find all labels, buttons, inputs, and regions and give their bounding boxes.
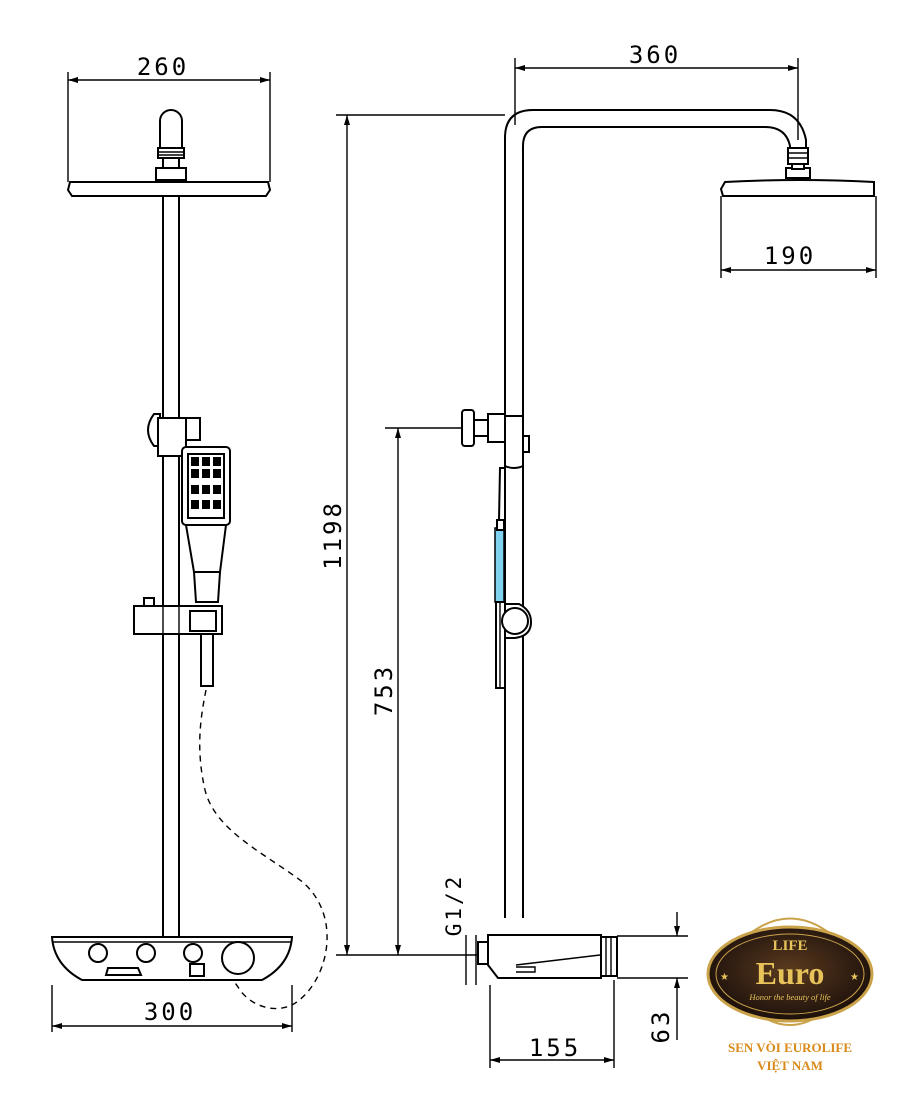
dim-label-1198: 1198: [319, 500, 347, 570]
dim-mixer-width-front: 300: [51, 985, 293, 1032]
riser-pipe-front: [162, 195, 180, 939]
dim-label-260: 260: [137, 53, 189, 81]
arm-nut-side: [787, 147, 809, 165]
hose-connector-front: [200, 633, 214, 687]
logo-main-word: Euro: [756, 955, 825, 991]
dim-arm-length: 360: [514, 41, 799, 140]
mixer-side: [487, 934, 618, 979]
logo-tagline: Honor the beauty of life: [748, 992, 830, 1002]
star-left-icon: ★: [720, 972, 729, 983]
logo-emblem: [706, 925, 874, 1023]
side-view: 360 190 1198 753: [319, 41, 877, 1068]
dim-head-width-front: 260: [67, 53, 271, 182]
hose-dashed-front: [199, 689, 328, 1010]
dim-label-63: 63: [647, 1009, 675, 1044]
dim-total-height: 1198: [319, 114, 505, 956]
dim-label-360: 360: [629, 41, 681, 69]
dim-holder-height: 753: [370, 427, 466, 955]
riser-pipe-side-inner: [522, 126, 791, 918]
slide-holder-front: [133, 597, 223, 635]
mixer-front: [50, 936, 294, 981]
dim-mixer-depth: 155: [489, 980, 615, 1068]
riser-pipe-side-outer: [504, 109, 807, 918]
dim-inlet-thread: G1/2: [442, 874, 489, 985]
arm-nut: [157, 147, 185, 159]
dim-label-753: 753: [370, 664, 398, 716]
hand-shower-front: [181, 446, 231, 603]
logo-top-word: LIFE: [772, 938, 807, 954]
overhead-shower-head-side: [719, 179, 875, 197]
head-connector: [155, 167, 187, 181]
dim-label-300: 300: [144, 998, 196, 1026]
dim-label-g12: G1/2: [442, 874, 466, 937]
dim-head-width-side: 190: [720, 196, 877, 278]
eurolife-logo: LIFE Euro Honor the beauty of life ★ ★ S…: [706, 917, 874, 1073]
dim-label-155: 155: [529, 1034, 581, 1062]
overhead-shower-head-front: [66, 181, 272, 197]
front-view: 260: [50, 53, 328, 1032]
logo-crown-ornament: [751, 917, 829, 933]
brand-line-1: SEN VÒI EUROLIFE: [728, 1040, 852, 1055]
dim-mixer-height: 63: [617, 912, 688, 1043]
holder-knob-side: [461, 409, 530, 469]
dim-label-190: 190: [764, 242, 816, 270]
brand-line-2: VIỆT NAM: [757, 1058, 823, 1073]
star-right-icon: ★: [850, 972, 859, 983]
hand-shower-side: [494, 467, 506, 689]
hose-highlight-side: [494, 527, 505, 603]
